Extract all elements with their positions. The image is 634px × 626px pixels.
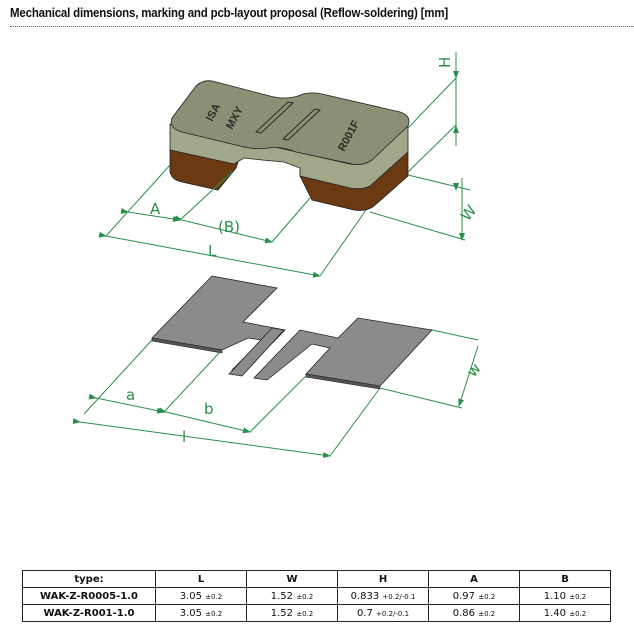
section-title: Mechanical dimensions, marking and pcb-l… <box>10 6 449 20</box>
value-cell-a: 0.97 ±0.2 <box>428 587 520 605</box>
value: 3.05 <box>179 607 203 619</box>
value-cell-w: 1.52 ±0.2 <box>246 604 338 622</box>
dim-label-b-pad: b <box>204 400 214 418</box>
technical-drawing: ISA MXY R001F A (B) L W H <box>72 52 485 459</box>
tolerance: ±0.2 <box>569 609 587 618</box>
value: 0.97 <box>452 590 476 602</box>
pad-right <box>253 317 433 387</box>
column-header: B <box>519 570 611 588</box>
marking-slot <box>282 108 321 141</box>
tolerance: ±0.2 <box>296 592 314 601</box>
component-dimensions <box>98 52 471 278</box>
value-cell-h: 0.833 +0.2/-0.1 <box>337 587 429 605</box>
column-header: L <box>155 570 247 588</box>
value: 1.52 <box>270 607 294 619</box>
value-cell-a: 0.86 ±0.2 <box>428 604 520 622</box>
value: 1.52 <box>270 590 294 602</box>
tolerance: ±0.2 <box>205 592 223 601</box>
tolerance: +0.2/-0.1 <box>382 592 416 601</box>
pcb-dimensions <box>72 329 479 459</box>
value: 0.833 <box>350 590 380 602</box>
value-cell-h: 0.7 +0.2/-0.1 <box>337 604 429 622</box>
column-header: type: <box>22 570 156 588</box>
dim-label-h: H <box>436 57 454 68</box>
type-cell: WAK-Z-R0005-1.0 <box>22 587 156 605</box>
value-cell-b: 1.10 ±0.2 <box>519 587 611 605</box>
tolerance: ±0.2 <box>569 592 587 601</box>
table-header-row: type: L W H A B <box>22 570 611 588</box>
tolerance: ±0.2 <box>205 609 223 618</box>
value: 1.10 <box>543 590 567 602</box>
body-top <box>170 80 410 165</box>
pad-left-finger <box>228 327 285 377</box>
resistor-component: ISA MXY R001F <box>169 80 410 211</box>
title-divider <box>10 26 634 27</box>
dim-label-w: W <box>457 202 480 225</box>
dim-label-a-pad: a <box>126 386 135 404</box>
pcb-layout <box>151 275 433 390</box>
dim-label-l-pad: l <box>182 428 186 446</box>
table-row: WAK-Z-R0005-1.0 3.05 ±0.2 1.52 ±0.2 0.83… <box>22 587 611 605</box>
value-cell-l: 3.05 ±0.2 <box>155 587 247 605</box>
tolerance: ±0.2 <box>478 592 496 601</box>
tolerance: +0.2/-0.1 <box>376 609 410 618</box>
value-cell-l: 3.05 ±0.2 <box>155 604 247 622</box>
dim-label-b: (B) <box>218 218 240 236</box>
dim-label-l: L <box>208 242 217 260</box>
value: 0.7 <box>356 607 373 619</box>
tolerance: ±0.2 <box>296 609 314 618</box>
value: 0.86 <box>452 607 476 619</box>
marking-slot <box>255 101 294 134</box>
dim-label-a: A <box>150 200 161 218</box>
column-header: H <box>337 570 429 588</box>
dim-label-w-pad: w <box>463 360 485 381</box>
pad-left <box>151 275 286 373</box>
table-row: WAK-Z-R001-1.0 3.05 ±0.2 1.52 ±0.2 0.7 +… <box>22 604 611 622</box>
value: 3.05 <box>179 590 203 602</box>
type-cell: WAK-Z-R001-1.0 <box>22 604 156 622</box>
value-cell-b: 1.40 ±0.2 <box>519 604 611 622</box>
dimension-table: type: L W H A B WAK-Z-R0005-1.0 3.05 ±0.… <box>22 570 611 622</box>
value: 1.40 <box>543 607 567 619</box>
column-header: W <box>246 570 338 588</box>
value-cell-w: 1.52 ±0.2 <box>246 587 338 605</box>
tolerance: ±0.2 <box>478 609 496 618</box>
column-header: A <box>428 570 520 588</box>
